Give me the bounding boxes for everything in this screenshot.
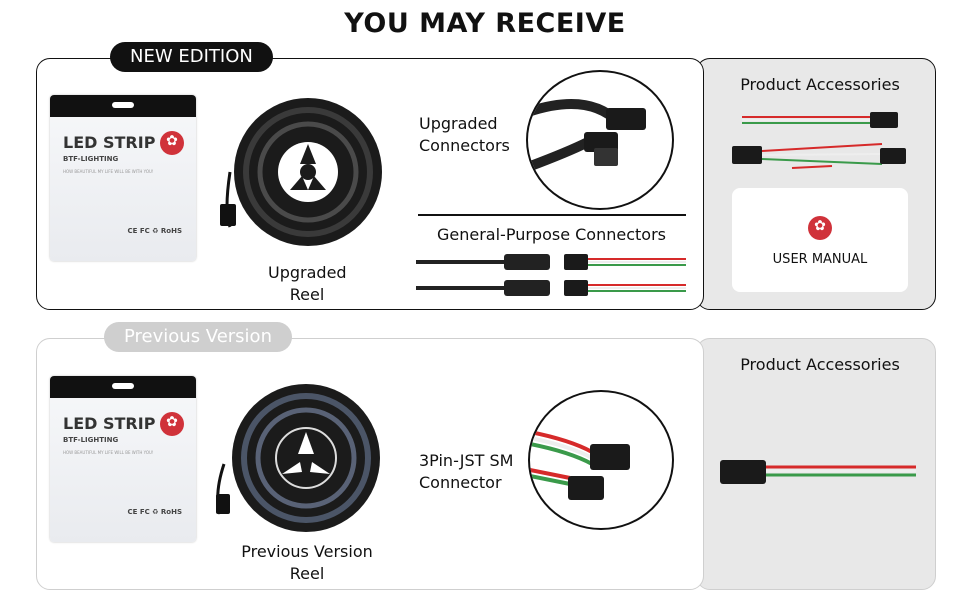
- upgraded-connector-circle: [526, 70, 674, 210]
- upgraded-reel-image: [220, 98, 382, 246]
- brand-logo-icon: [160, 131, 184, 155]
- general-purpose-label: General-Purpose Connectors: [437, 225, 666, 244]
- user-manual-label: USER MANUAL: [772, 252, 868, 267]
- manual-logo-icon: [808, 216, 832, 240]
- old-package-tagline: HOW BEAUTIFUL MY LIFE WILL BE WITH YOU!: [63, 450, 154, 455]
- package-brand: BTF-LIGHTING: [63, 155, 119, 163]
- old-reel-label-line-2: Reel: [289, 564, 325, 583]
- new-accessory-wires-image: [732, 112, 906, 169]
- old-package-title: LED STRIP: [63, 414, 156, 433]
- new-accessories-title: Product Accessories: [740, 75, 900, 94]
- previous-reel-label: Previous Version Reel: [236, 541, 378, 585]
- general-purpose-connectors-image: [416, 254, 686, 296]
- package-certifications: CE FC ♻ RoHS: [127, 227, 182, 235]
- jst-connector-label: 3Pin-JST SM Connector: [419, 450, 513, 494]
- led-strip-package: LED STRIP BTF-LIGHTING HOW BEAUTIFUL MY …: [50, 95, 196, 261]
- previous-reel-image: [216, 384, 380, 532]
- jst-connector-icon: [530, 430, 630, 500]
- package-tagline: HOW BEAUTIFUL MY LIFE WILL BE WITH YOU!: [63, 169, 154, 174]
- upgraded-connector-icon: [528, 99, 646, 172]
- old-accessories-title: Product Accessories: [740, 355, 900, 374]
- upgraded-connectors-label: Upgraded Connectors: [419, 113, 510, 157]
- user-manual-card: USER MANUAL: [732, 188, 908, 292]
- jst-label-line-1: 3Pin-JST SM: [419, 451, 514, 470]
- jst-connector-circle: [528, 390, 674, 530]
- upgraded-reel-label: Upgraded Reel: [268, 262, 347, 306]
- connector-label-line-2: Connectors: [419, 136, 510, 155]
- old-package-certifications: CE FC ♻ RoHS: [127, 508, 182, 516]
- old-package-brand: BTF-LIGHTING: [63, 436, 119, 444]
- package-title: LED STRIP: [63, 133, 156, 152]
- old-led-strip-package: LED STRIP BTF-LIGHTING HOW BEAUTIFUL MY …: [50, 376, 196, 542]
- jst-label-line-2: Connector: [419, 473, 502, 492]
- reel-label-line-2: Reel: [289, 285, 325, 304]
- section-divider: [418, 214, 686, 216]
- package-hanger: [50, 95, 196, 117]
- page-title: YOU MAY RECEIVE: [344, 8, 626, 39]
- connector-label-line-1: Upgraded: [419, 114, 498, 133]
- previous-version-badge: Previous Version: [104, 322, 292, 352]
- old-brand-logo-icon: [160, 412, 184, 436]
- old-reel-label-line-1: Previous Version: [241, 542, 373, 561]
- old-package-hanger: [50, 376, 196, 398]
- old-accessory-wire-image: [720, 460, 916, 484]
- new-edition-badge: NEW EDITION: [110, 42, 273, 72]
- reel-label-line-1: Upgraded: [268, 263, 347, 282]
